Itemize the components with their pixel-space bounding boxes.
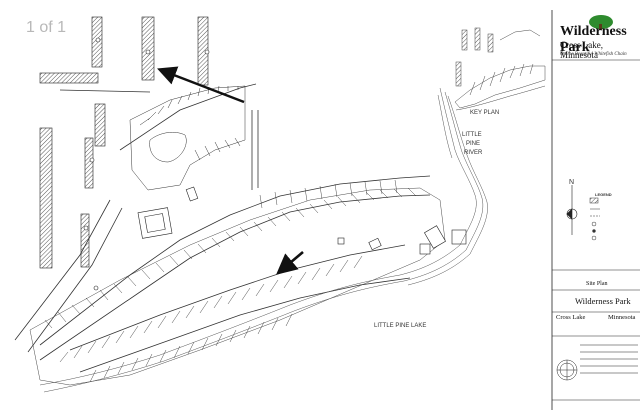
north-label: N: [569, 179, 574, 186]
lake-label: LITTLE PINE LAKE: [374, 323, 426, 329]
brand-location: Cross Lake, Minnesota: [560, 40, 603, 60]
annotation-arrow-lower: [276, 251, 304, 275]
brand-tagline: On the Beautiful Whitefish Chain: [560, 52, 627, 57]
logo-tree-icon: [589, 15, 613, 30]
roads: [14, 83, 431, 373]
project-city: Cross Lake: [556, 314, 586, 321]
north-arrow: [566, 185, 578, 235]
approval-seal: [556, 344, 638, 381]
brand-name: Wilderness Park: [560, 24, 627, 55]
page-indicator: 1 of 1: [26, 19, 67, 36]
shoreline: [39, 87, 488, 393]
project-state: Minnesota: [608, 314, 636, 321]
drawing-title: Site Plan: [586, 281, 608, 287]
legend-block: [589, 197, 600, 241]
river-label-2: PINE: [466, 141, 480, 147]
site-buildings: [83, 37, 467, 291]
key-plan-label: KEY PLAN: [470, 110, 499, 116]
river-label-3: RIVER: [464, 150, 483, 156]
storage-buildings: [39, 16, 209, 269]
annotation-arrow-upper: [157, 66, 245, 104]
river-label-1: LITTLE: [462, 132, 482, 138]
legend-title: LEGEND: [595, 192, 612, 197]
project-name: Wilderness Park: [575, 296, 631, 306]
upper-lots: [129, 85, 246, 191]
key-plan-map: [454, 27, 546, 111]
main-lots: [29, 179, 446, 386]
